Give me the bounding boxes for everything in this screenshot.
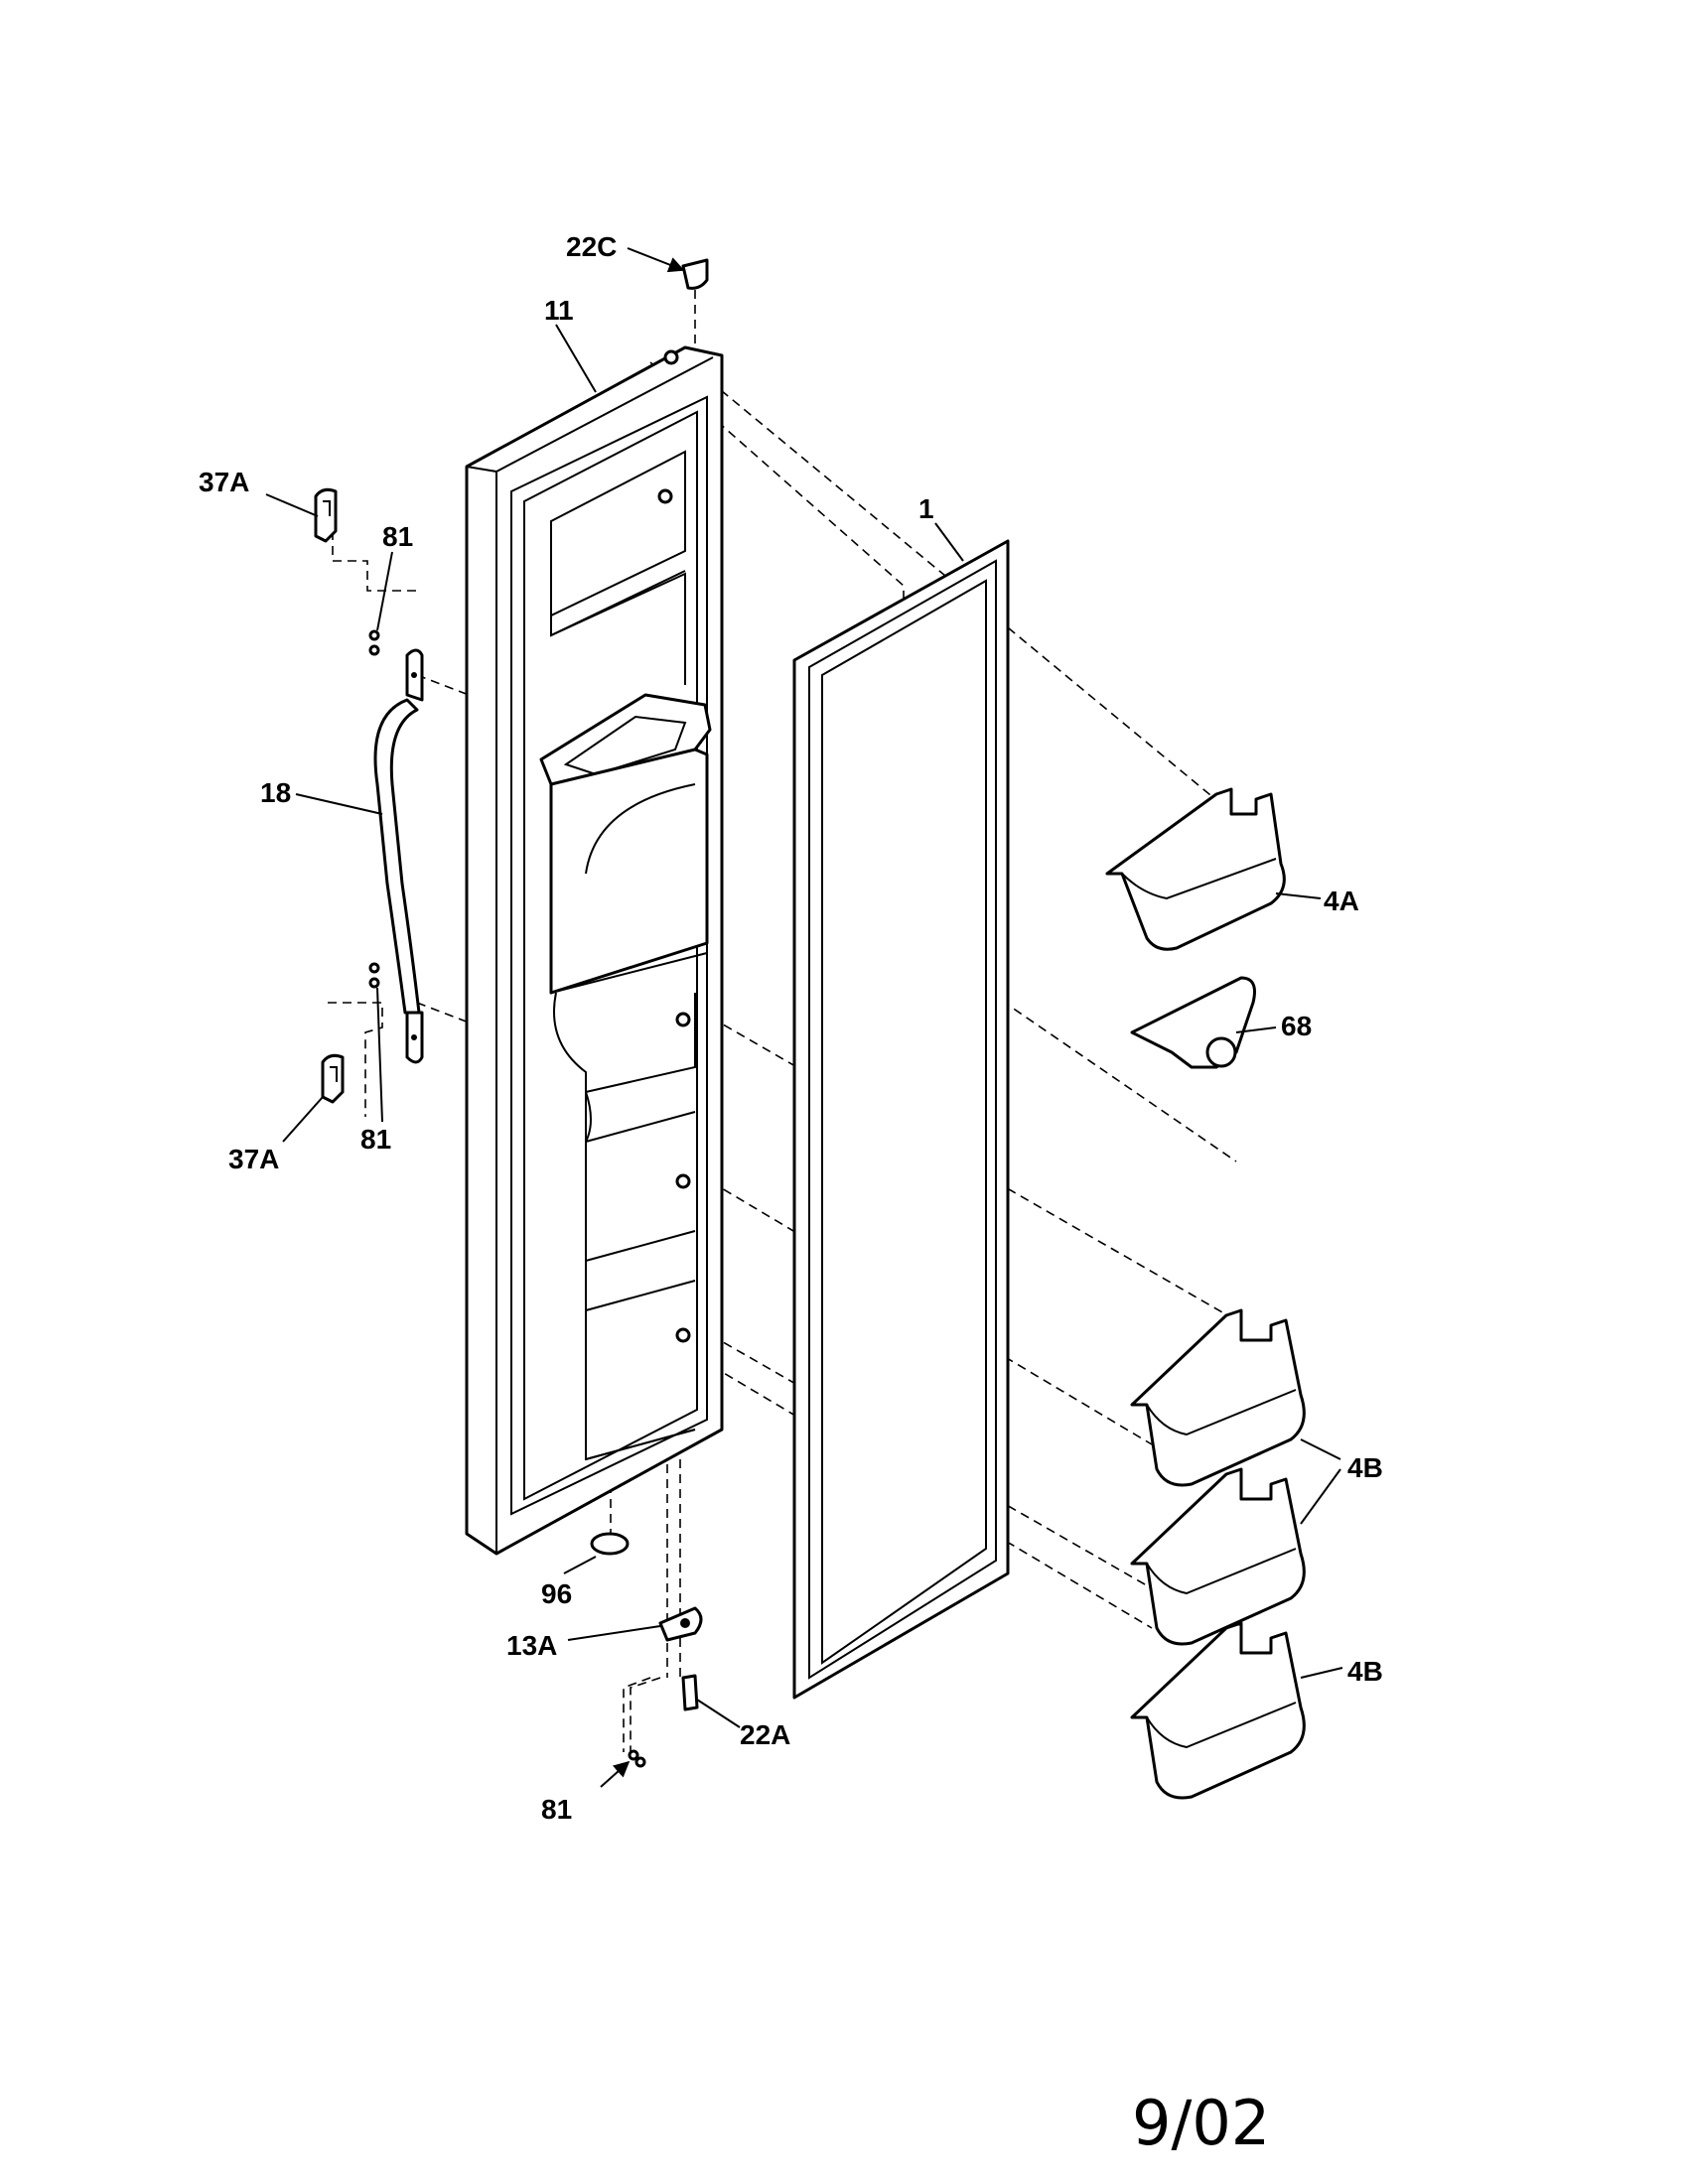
callout-4b-bottom: 4B [1347,1656,1383,1687]
door-cap [681,258,709,290]
callout-96: 96 [541,1578,572,1609]
callout-18: 18 [260,777,291,808]
bottom-hardware [590,1532,703,1768]
callout-labels: 22C 11 37A 81 1 18 4A 68 81 37A 4B 4B 96… [199,231,1383,1825]
assembly-dash-lines [328,290,1237,1752]
door-handle [368,629,424,1064]
callout-68: 68 [1281,1011,1312,1041]
callout-13a: 13A [506,1630,557,1661]
door-bins [1105,787,1306,1800]
revision-date: 9/02 [1132,2087,1270,2159]
callout-81-top: 81 [382,521,413,552]
leader-lines [265,247,1343,1788]
callout-11: 11 [544,295,574,326]
callout-81-bottom: 81 [360,1124,391,1155]
callout-37a-top: 37A [199,467,249,497]
callout-4b-pair: 4B [1347,1452,1383,1483]
callout-37a-bottom: 37A [228,1144,279,1174]
callout-22a: 22A [740,1719,790,1750]
door-assembly [465,345,724,1556]
trim-clips [314,487,345,1104]
callout-1: 1 [918,493,934,524]
callout-22c: 22C [566,231,617,262]
callout-81-hinge: 81 [541,1794,572,1825]
callout-4a: 4A [1324,886,1359,916]
door-gasket [792,539,1010,1700]
